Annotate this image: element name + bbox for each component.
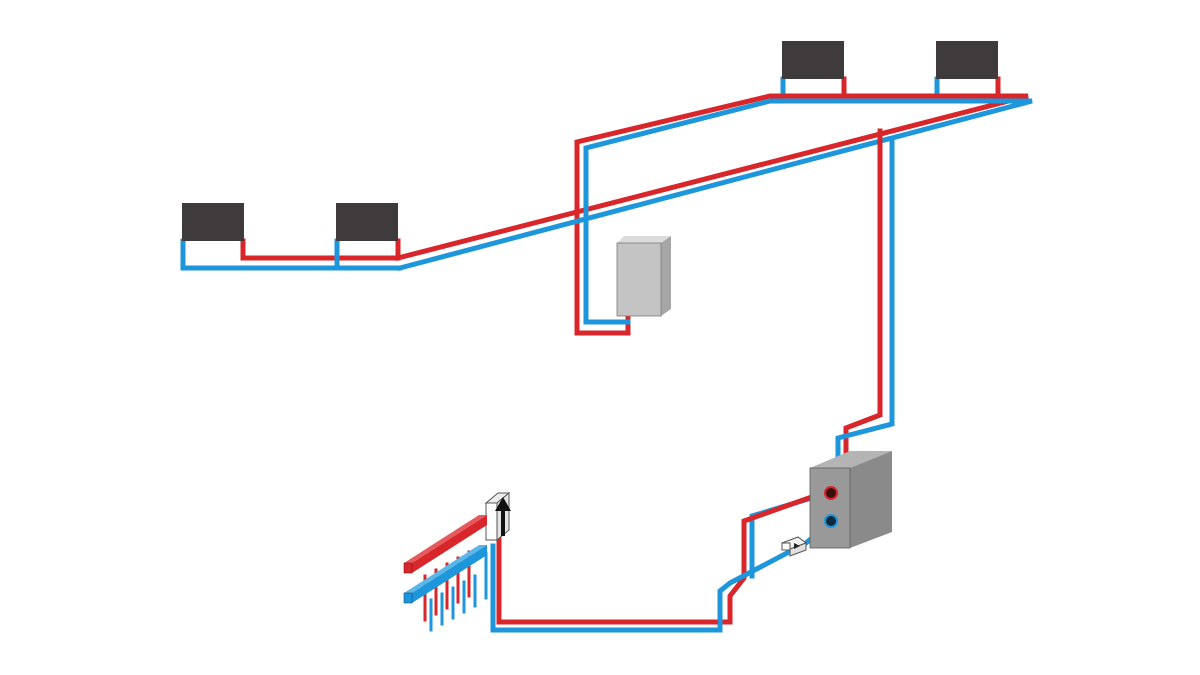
- boiler-supply-connector: [824, 486, 838, 500]
- pump: [780, 536, 808, 557]
- underfloor-return-pipe: [490, 517, 837, 633]
- radiator-left-1-return-pipe: [180, 238, 403, 271]
- radiator-left-2: [336, 203, 398, 241]
- boiler-side: [850, 451, 892, 548]
- manifold-return-bar: [403, 545, 487, 604]
- boiler-top: [810, 451, 892, 468]
- boiler-return-connector: [824, 514, 838, 528]
- pump-side: [789, 542, 807, 557]
- radiator-right-1: [782, 41, 844, 79]
- boiler: [809, 451, 892, 549]
- pump-front: [781, 542, 791, 551]
- wall-unit-front: [616, 242, 662, 317]
- manifold-supply-bar: [403, 515, 487, 574]
- main-pipes: [394, 93, 1033, 633]
- radiator-right-2: [936, 41, 998, 79]
- flow-up-arrow-icon: [495, 497, 511, 536]
- underfloor-manifold: [403, 491, 511, 632]
- boiler-front: [809, 467, 851, 549]
- radiator-left-1-supply-pipe: [240, 238, 401, 261]
- wall-unit: [616, 236, 671, 317]
- underfloor-supply-pipe: [496, 491, 829, 625]
- wall-unit-top: [617, 236, 671, 243]
- pump-arrow-icon: [794, 543, 800, 549]
- radiator-left-1: [182, 203, 244, 241]
- radiator-branch-pipes: [180, 76, 1001, 271]
- manifold-return-outlets: [429, 551, 488, 632]
- radiators: [182, 41, 998, 241]
- manifold-box-front: [485, 502, 498, 541]
- diagonal-supply-pipe: [394, 93, 1029, 336]
- wall-unit-side: [661, 236, 671, 316]
- diagonal-return-pipe: [396, 98, 1033, 325]
